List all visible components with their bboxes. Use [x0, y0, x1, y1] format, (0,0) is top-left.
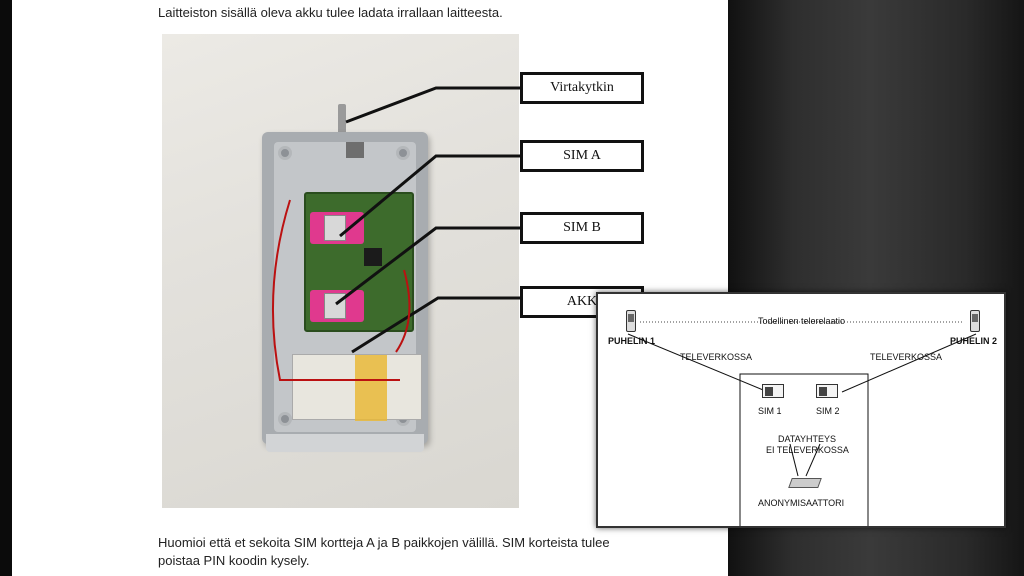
- leader-battery: [351, 296, 520, 354]
- device-photo: [162, 34, 519, 508]
- network-diagram: Todellinen telerelaatio PUHELIN 1 PUHELI…: [596, 292, 1006, 528]
- wire-red: [395, 269, 411, 353]
- chip: [364, 248, 382, 266]
- data-line2-label: EI TELEVERKOSSA: [766, 445, 849, 455]
- net-right-label: TELEVERKOSSA: [870, 352, 943, 362]
- phone2-label: PUHELIN 2: [950, 336, 998, 346]
- net-left-label: TELEVERKOSSA: [680, 352, 753, 362]
- screw: [278, 146, 292, 160]
- leader-power-switch: [345, 86, 520, 124]
- circuit-board: [304, 192, 414, 332]
- note-line-1: Huomioi että et sekoita SIM kortteja A j…: [158, 535, 610, 550]
- note-line-2: poistaa PIN koodin kysely.: [158, 553, 310, 568]
- data-line1-label: DATAYHTEYS: [778, 434, 837, 444]
- battery-tape: [355, 355, 387, 421]
- sim1-label: SIM 1: [758, 406, 782, 416]
- document-page: Laitteiston sisällä oleva akku tulee lad…: [12, 0, 728, 576]
- leader-sim-a: [339, 154, 520, 238]
- sim2-label: SIM 2: [816, 406, 840, 416]
- enclosure-foot: [266, 434, 424, 452]
- screw: [278, 412, 292, 426]
- sim-card-icon: [816, 384, 838, 398]
- wire-red: [272, 199, 400, 381]
- anonymizer-device-icon: [788, 478, 822, 488]
- enclosure-inner: [274, 142, 422, 432]
- intro-text: Laitteiston sisällä oleva akku tulee lad…: [158, 5, 503, 20]
- switch-lever: [338, 104, 346, 134]
- label-power-switch: Virtakytkin: [520, 72, 644, 104]
- diagram-lines: [627, 321, 977, 526]
- label-sim-a: SIM A: [520, 140, 644, 172]
- phone1-label: PUHELIN 1: [608, 336, 656, 346]
- power-switch: [346, 142, 364, 158]
- mobile-phone-icon: [626, 310, 636, 332]
- left-frame-edge: [0, 0, 12, 576]
- leader-sim-b: [335, 226, 520, 306]
- anonymizer-label: ANONYMISAATTORI: [758, 498, 845, 508]
- screw: [396, 146, 410, 160]
- mobile-phone-icon: [970, 310, 980, 332]
- label-sim-b: SIM B: [520, 212, 644, 244]
- sim-card-icon: [762, 384, 784, 398]
- link-label: Todellinen telerelaatio: [758, 316, 846, 326]
- device-enclosure: [262, 132, 428, 444]
- note-text: Huomioi että et sekoita SIM kortteja A j…: [158, 534, 678, 570]
- battery: [292, 354, 422, 421]
- leader-lines: [272, 86, 520, 381]
